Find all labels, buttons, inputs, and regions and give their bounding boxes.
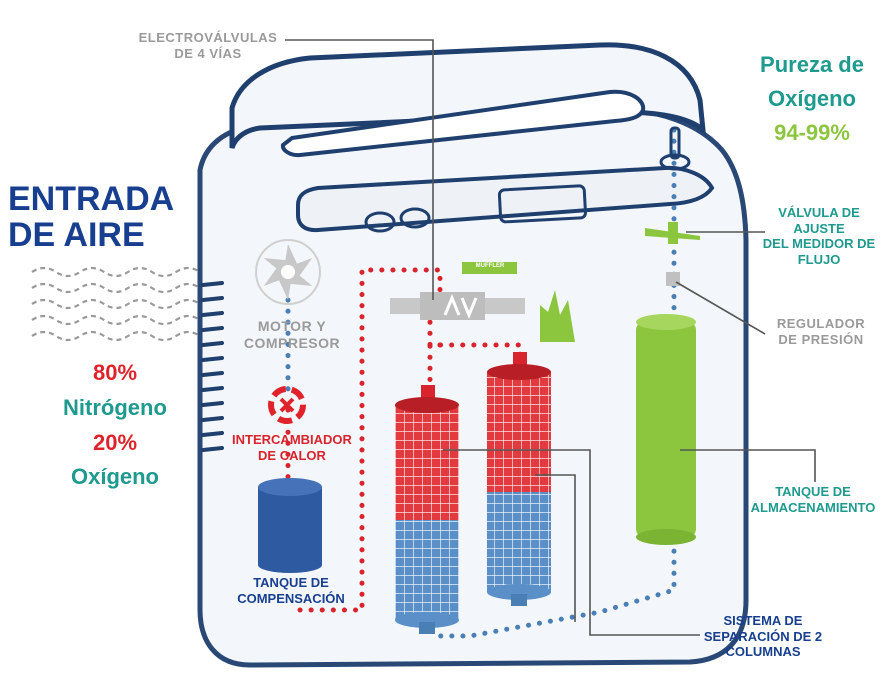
purity-line1: Pureza de: [760, 52, 864, 77]
air-waves: [31, 266, 201, 342]
fan-icon: [255, 239, 321, 305]
heat-exchange-icon: [268, 386, 306, 424]
nitrogen-percent: 80%: [92, 360, 138, 385]
muffler-tag: MUFFLER: [475, 263, 505, 269]
separation-system-label: SISTEMA DE SEPARACIÓN DE 2 COLUMNAS: [703, 613, 823, 660]
compensation-tank: [258, 478, 322, 573]
sieve-column-left: [395, 385, 459, 634]
sieve-column-right: [487, 352, 551, 606]
blue-flow-lines: [285, 127, 677, 639]
air-inlet-label: ENTRADA DE AIRE: [8, 180, 175, 254]
purity-range: 94-99%: [774, 120, 850, 145]
compensation-tank-label: TANQUE DE COMPENSACIÓN: [237, 575, 345, 606]
oxygen-outlet: [659, 126, 691, 171]
valves-label: ELECTROVÁLVULAS DE 4 VÍAS: [138, 30, 278, 61]
storage-tank: [636, 314, 696, 545]
flow-valve: [645, 222, 700, 244]
oxygen-label: Oxígeno: [70, 464, 159, 489]
motor-label: MOTOR Y COMPRESOR: [243, 318, 341, 351]
storage-tank-label: TANQUE DE ALMACENAMIENTO: [750, 484, 876, 515]
flame-shape-icon: [540, 290, 575, 342]
oxygen-percent: 20%: [92, 430, 138, 455]
machine-body: [197, 42, 749, 668]
four-way-valve: [390, 262, 525, 320]
purity-line2: Oxígeno: [767, 86, 856, 111]
flow-valve-label: VÁLVULA DE AJUSTE DEL MEDIDOR DE FLUJO: [762, 205, 876, 267]
leader-lines: [285, 39, 816, 636]
pressure-regulator-label: REGULADOR DE PRESIÓN: [776, 316, 866, 347]
heat-exchanger-label: INTERCAMBIADOR DE CALOR: [232, 432, 352, 463]
nitrogen-label: Nitrógeno: [63, 395, 167, 420]
